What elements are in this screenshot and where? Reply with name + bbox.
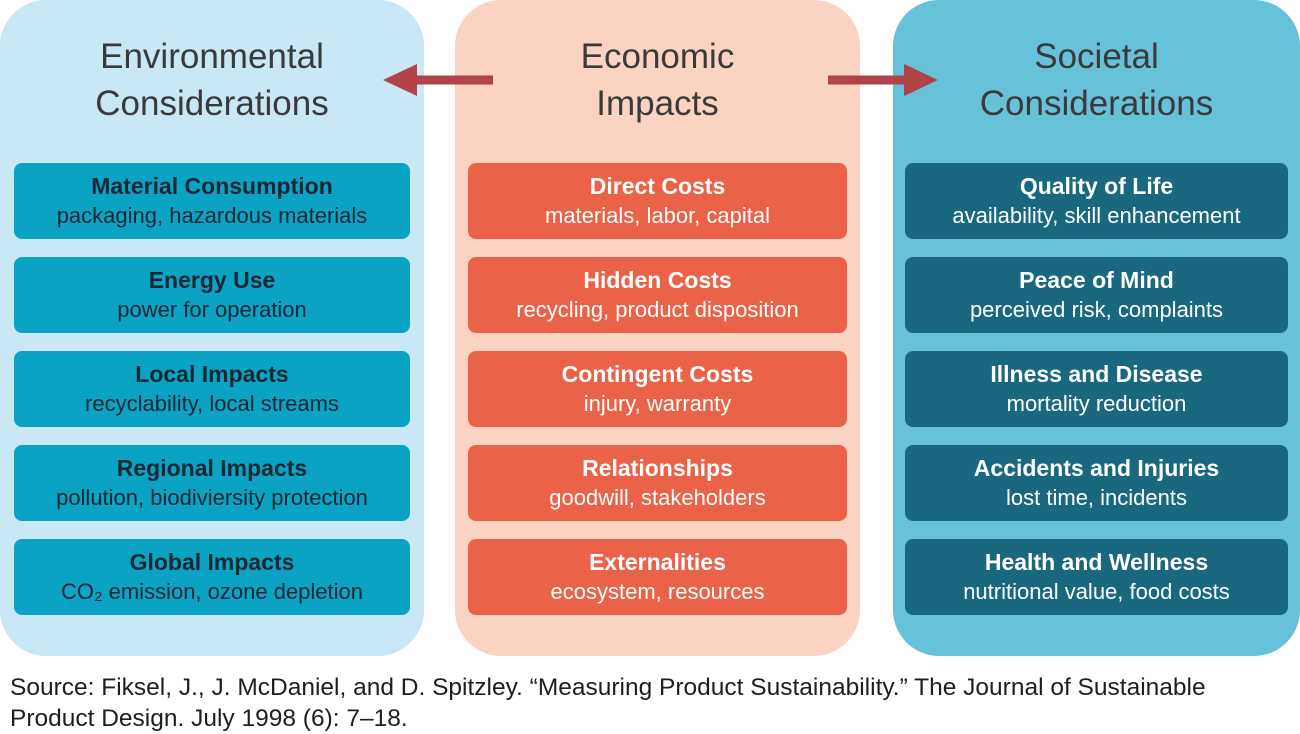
box-relationships: Relationships goodwill, stakeholders	[468, 445, 847, 521]
box-direct-costs: Direct Costs materials, labor, capital	[468, 163, 847, 239]
box-detail: goodwill, stakeholders	[549, 484, 766, 510]
box-detail: nutritional value, food costs	[963, 578, 1230, 604]
box-heading: Global Impacts	[129, 548, 295, 575]
box-detail: perceived risk, complaints	[969, 296, 1224, 322]
box-energy-use: Energy Use power for operation	[14, 257, 410, 333]
box-heading: Contingent Costs	[561, 360, 754, 387]
box-regional-impacts: Regional Impacts pollution, biodiviersit…	[14, 445, 410, 521]
box-local-impacts: Local Impacts recyclability, local strea…	[14, 351, 410, 427]
box-detail: power for operation	[117, 296, 307, 322]
panel-title-environmental: Environmental Considerations	[95, 37, 329, 123]
box-detail: pollution, biodiviersity protection	[56, 484, 368, 510]
panel-title-societal: Societal Considerations	[979, 37, 1214, 123]
box-heading: Regional Impacts	[116, 454, 308, 481]
box-detail: recyclability, local streams	[85, 390, 339, 416]
box-global-impacts: Global Impacts CO₂ emission, ozone deple…	[14, 539, 410, 615]
box-accidents-and-injuries: Accidents and Injuries lost time, incide…	[905, 445, 1288, 521]
box-detail: availability, skill enhancement	[952, 202, 1241, 228]
box-heading: Relationships	[582, 454, 733, 481]
box-detail: mortality reduction	[1006, 390, 1187, 416]
box-heading: Health and Wellness	[984, 548, 1209, 575]
column-societal: Societal Considerations Quality of Life …	[893, 0, 1300, 656]
arrow-left-icon	[383, 64, 493, 96]
box-peace-of-mind: Peace of Mind perceived risk, complaints	[905, 257, 1288, 333]
box-hidden-costs: Hidden Costs recycling, product disposit…	[468, 257, 847, 333]
economic-boxes: Direct Costs materials, labor, capital H…	[455, 163, 860, 615]
box-detail: injury, warranty	[583, 390, 732, 416]
box-heading: Hidden Costs	[583, 266, 732, 293]
column-environmental: Environmental Considerations Material Co…	[0, 0, 424, 656]
box-heading: Illness and Disease	[990, 360, 1203, 387]
box-heading: Externalities	[589, 548, 726, 575]
box-detail: ecosystem, resources	[550, 578, 765, 604]
box-detail: CO₂ emission, ozone depletion	[60, 578, 364, 604]
arrow-right-icon	[828, 64, 938, 96]
box-contingent-costs: Contingent Costs injury, warranty	[468, 351, 847, 427]
box-heading: Energy Use	[148, 266, 276, 293]
box-heading: Accidents and Injuries	[973, 454, 1220, 481]
box-illness-and-disease: Illness and Disease mortality reduction	[905, 351, 1288, 427]
box-quality-of-life: Quality of Life availability, skill enha…	[905, 163, 1288, 239]
box-heading: Quality of Life	[1019, 172, 1174, 199]
box-heading: Direct Costs	[589, 172, 726, 199]
column-economic: Economic Impacts Direct Costs materials,…	[455, 0, 860, 656]
box-material-consumption: Material Consumption packaging, hazardou…	[14, 163, 410, 239]
source-citation: Source: Fiksel, J., J. McDaniel, and D. …	[10, 674, 1206, 733]
societal-boxes: Quality of Life availability, skill enha…	[893, 163, 1300, 615]
box-heading: Material Consumption	[91, 172, 333, 199]
box-detail: packaging, hazardous materials	[56, 202, 368, 228]
box-externalities: Externalities ecosystem, resources	[468, 539, 847, 615]
box-heading: Peace of Mind	[1019, 266, 1174, 293]
box-detail: recycling, product disposition	[516, 296, 799, 322]
box-detail: materials, labor, capital	[545, 202, 770, 228]
box-health-and-wellness: Health and Wellness nutritional value, f…	[905, 539, 1288, 615]
environmental-boxes: Material Consumption packaging, hazardou…	[0, 163, 424, 615]
panel-title-economic: Economic Impacts	[580, 37, 735, 123]
box-heading: Local Impacts	[135, 360, 289, 387]
box-detail: lost time, incidents	[1006, 484, 1187, 510]
